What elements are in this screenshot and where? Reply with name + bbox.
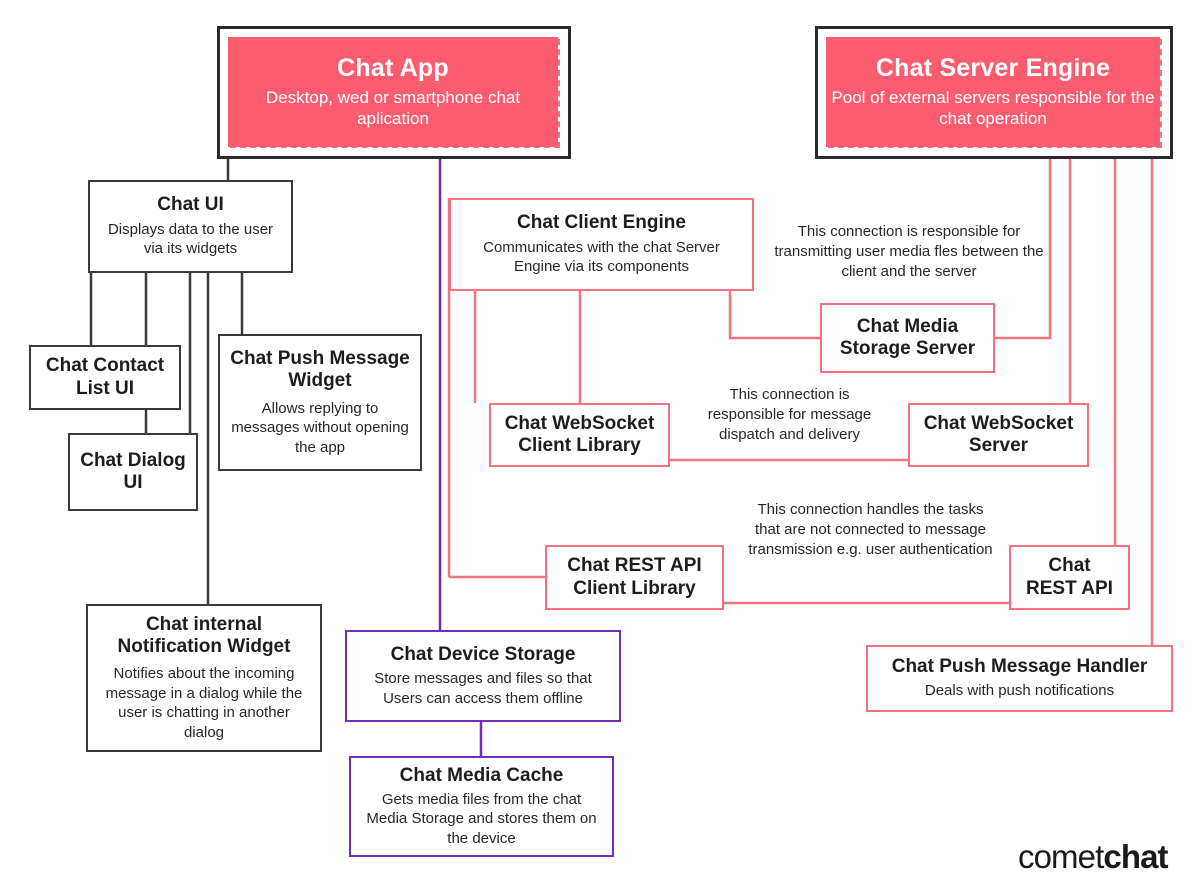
chat-media-storage-server-title: Chat Media Storage Server xyxy=(839,315,976,359)
cometchat-logo: cometchat xyxy=(1018,838,1169,876)
chat-push-message-handler-title: Chat Push Message Handler xyxy=(891,656,1148,678)
node-chat-rest-api-client-library: Chat REST API Client Library xyxy=(545,545,724,610)
chat-device-storage-title: Chat Device Storage xyxy=(390,643,576,665)
cometchat-logo-comet: comet xyxy=(1018,838,1104,875)
wire-clientengine-to-mediastorage xyxy=(728,291,820,340)
chat-app-desc: Desktop, wed or smartphone chat aplicati… xyxy=(265,87,521,129)
node-chat-client-engine: Chat Client Engine Communicates with the… xyxy=(449,198,754,291)
chat-server-engine-header: Chat Server Engine Pool of external serv… xyxy=(826,37,1160,147)
note-websocket-connection: This connection is responsible for messa… xyxy=(707,386,872,443)
node-chat-ui: Chat UI Displays data to the user via it… xyxy=(88,180,293,273)
chat-media-cache-title: Chat Media Cache xyxy=(399,764,564,786)
node-chat-dialog-ui: Chat Dialog UI xyxy=(68,433,198,511)
chat-push-message-widget-desc: Allows replying to messages without open… xyxy=(231,399,409,456)
chat-server-engine-desc: Pool of external servers responsible for… xyxy=(831,87,1155,129)
chat-internal-notification-widget-title: Chat internal Notification Widget xyxy=(117,613,291,657)
node-chat-push-message-handler: Chat Push Message Handler Deals with pus… xyxy=(866,645,1173,712)
note-rest-connection: This connection handles the tasks that a… xyxy=(748,501,993,558)
note-media-connection: This connection is responsible for trans… xyxy=(774,223,1044,280)
chat-client-engine-title: Chat Client Engine xyxy=(517,212,686,234)
chat-device-storage-desc: Store messages and files so that Users c… xyxy=(374,670,592,707)
node-chat-push-message-widget: Chat Push Message Widget Allows replying… xyxy=(218,334,422,471)
chat-websocket-client-library-title: Chat WebSocket Client Library xyxy=(504,412,655,456)
node-chat-media-cache: Chat Media Cache Gets media files from t… xyxy=(349,756,614,857)
chat-push-message-handler-desc: Deals with push notifications xyxy=(924,682,1115,700)
node-chat-websocket-server: Chat WebSocket Server xyxy=(908,403,1089,467)
chat-media-cache-desc: Gets media files from the chat Media Sto… xyxy=(366,790,597,847)
chat-rest-api-client-library-title: Chat REST API Client Library xyxy=(567,555,702,599)
chat-ui-title: Chat UI xyxy=(157,194,224,216)
node-chat-rest-api: Chat REST API xyxy=(1009,545,1130,610)
chat-ui-desc: Displays data to the user via its widget… xyxy=(107,220,274,258)
chat-server-engine-title: Chat Server Engine xyxy=(875,53,1111,82)
node-chat-websocket-client-library: Chat WebSocket Client Library xyxy=(489,403,670,467)
node-chat-media-storage-server: Chat Media Storage Server xyxy=(820,303,995,373)
chat-contact-list-ui-title: Chat Contact List UI xyxy=(45,355,165,399)
node-chat-internal-notification-widget: Chat internal Notification Widget Notifi… xyxy=(86,604,322,752)
chat-push-message-widget-title: Chat Push Message Widget xyxy=(230,347,410,392)
chat-app-header: Chat App Desktop, wed or smartphone chat… xyxy=(228,37,558,147)
chat-internal-notification-widget-desc: Notifies about the incoming message in a… xyxy=(105,665,303,741)
node-chat-device-storage: Chat Device Storage Store messages and f… xyxy=(345,630,621,722)
chat-websocket-server-title: Chat WebSocket Server xyxy=(923,412,1074,456)
node-chat-contact-list-ui: Chat Contact List UI xyxy=(29,345,181,410)
chat-dialog-ui-title: Chat Dialog UI xyxy=(80,449,186,493)
chat-client-engine-desc: Communicates with the chat Server Engine… xyxy=(483,238,720,276)
chat-app-title: Chat App xyxy=(337,53,449,82)
chat-app-frame: Chat App Desktop, wed or smartphone chat… xyxy=(217,26,571,159)
chat-server-engine-frame: Chat Server Engine Pool of external serv… xyxy=(815,26,1173,159)
chat-rest-api-title: Chat REST API xyxy=(1026,555,1113,599)
cometchat-logo-chat: chat xyxy=(1103,838,1168,875)
